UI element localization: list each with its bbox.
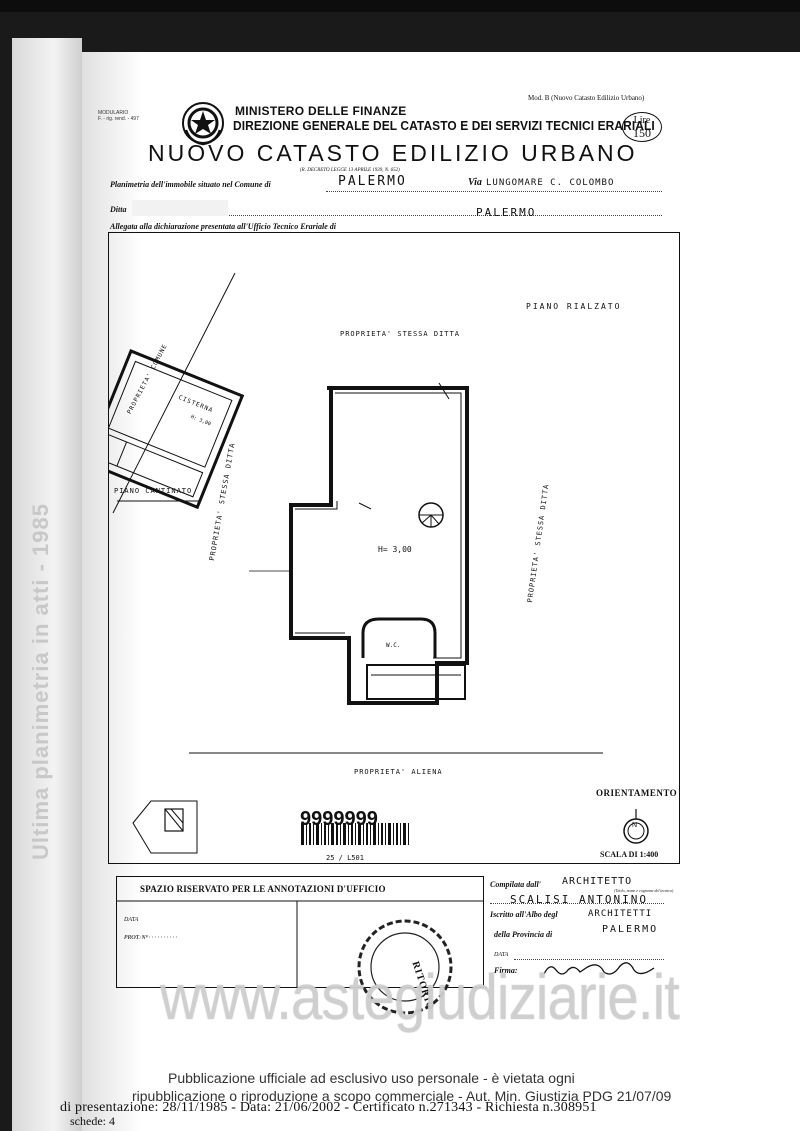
lire-badge: Lire 150	[622, 112, 662, 142]
scala-label: SCALA DI 1:400	[600, 850, 659, 859]
comune-line	[326, 190, 662, 192]
orientamento-label: ORIENTAMENTO	[596, 788, 678, 798]
floor-plan-drawing	[109, 272, 649, 854]
annotazioni-data-label: DATA	[124, 917, 139, 923]
modulario-label: MODULARIO F. - rig. rend. - 497	[98, 110, 139, 122]
compilata-label: Compilata dall'	[490, 880, 541, 889]
scan-border	[0, 0, 800, 12]
annotazioni-prot-label: PROT. N°	[124, 935, 148, 941]
annotazioni-heading: SPAZIO RISERVATO PER LE ANNOTAZIONI D'UF…	[140, 884, 386, 894]
floor-plan-frame	[108, 232, 680, 864]
proprieta-aliena-label: PROPRIETA' ALIENA	[354, 768, 443, 776]
compilata-line	[490, 902, 664, 904]
footer-schede: schede: 4	[70, 1114, 115, 1128]
provincia-value: PALERMO	[602, 924, 659, 935]
wc-label: W.C.	[386, 642, 401, 649]
office-stamp	[350, 912, 460, 1022]
ufficio-value: PALERMO	[476, 206, 537, 219]
ditta-label: Ditta	[110, 205, 127, 214]
compilata-value: ARCHITETTO	[562, 876, 633, 887]
ditta-redaction	[132, 200, 228, 216]
via-value: LUNGOMARE C. COLOMBO	[486, 178, 615, 188]
provincia-label: della Provincia di	[494, 930, 553, 939]
footer-presentazione: di presentazione: 28/11/1985 - Data: 21/…	[60, 1100, 597, 1115]
tecnico-name: SCALISI ANTONINO	[510, 893, 648, 906]
compilata-data-line	[514, 958, 664, 960]
iscritto-value: ARCHITETTI	[588, 909, 653, 919]
barcode-subnumber: 25 / L501	[326, 854, 364, 862]
compilata-data-label: DATA	[494, 952, 509, 958]
notice-line-2: ripubblicazione o riproduzione a scopo c…	[132, 1088, 672, 1104]
firma-label: Firma:	[494, 966, 518, 975]
proprieta-top-label: PROPRIETA' STESSA DITTA	[340, 330, 460, 338]
ditta-line	[132, 214, 662, 216]
signature	[540, 956, 660, 982]
document-page	[82, 52, 800, 1131]
mod-b-label: Mod. B (Nuovo Catasto Edilizio Urbano)	[528, 94, 645, 102]
compilata-note: (Titolo, nome e cognome del tecnico)	[614, 888, 674, 893]
lire-label: Lire	[633, 115, 651, 126]
planimetria-label: Planimetria dell'immobile situato nel Co…	[110, 180, 271, 189]
allegata-label: Allegata alla dichiarazione presentata a…	[110, 222, 336, 231]
annotazioni-box	[116, 876, 484, 988]
lire-value: 150	[633, 126, 651, 140]
iscritto-label: Iscritto all'Albo degl	[490, 910, 558, 919]
left-margin-text: Ultima planimetria in atti - 1985	[28, 503, 53, 860]
ministry-name: MINISTERO DELLE FINANZE	[235, 104, 407, 118]
direzione-name: DIREZIONE GENERALE DEL CATASTO E DEI SER…	[233, 118, 655, 133]
notice-line-1: Pubblicazione ufficiale ad esclusivo uso…	[168, 1070, 575, 1086]
republic-emblem-icon	[180, 100, 226, 146]
page-shadow	[82, 52, 142, 1131]
left-facing-page	[12, 38, 82, 1131]
comune-value: PALERMO	[338, 174, 407, 189]
decreto-reference: (R. DECRETO LEGGE 13 APRILE 1939, N. 652…	[300, 168, 400, 173]
piano-cantinato-label: PIANO CANTINATO	[114, 487, 193, 495]
watermark: www.astegiudiziarie.it	[160, 961, 680, 1033]
via-label: Via	[468, 177, 482, 188]
barcode-number: 9999999	[300, 808, 378, 830]
north-letter: N	[632, 822, 638, 829]
room-height-label: H= 3,00	[378, 545, 412, 554]
page-title: NUOVO CATASTO EDILIZIO URBANO	[148, 140, 638, 166]
piano-rialzato-label: PIANO RIALZATO	[526, 302, 622, 311]
